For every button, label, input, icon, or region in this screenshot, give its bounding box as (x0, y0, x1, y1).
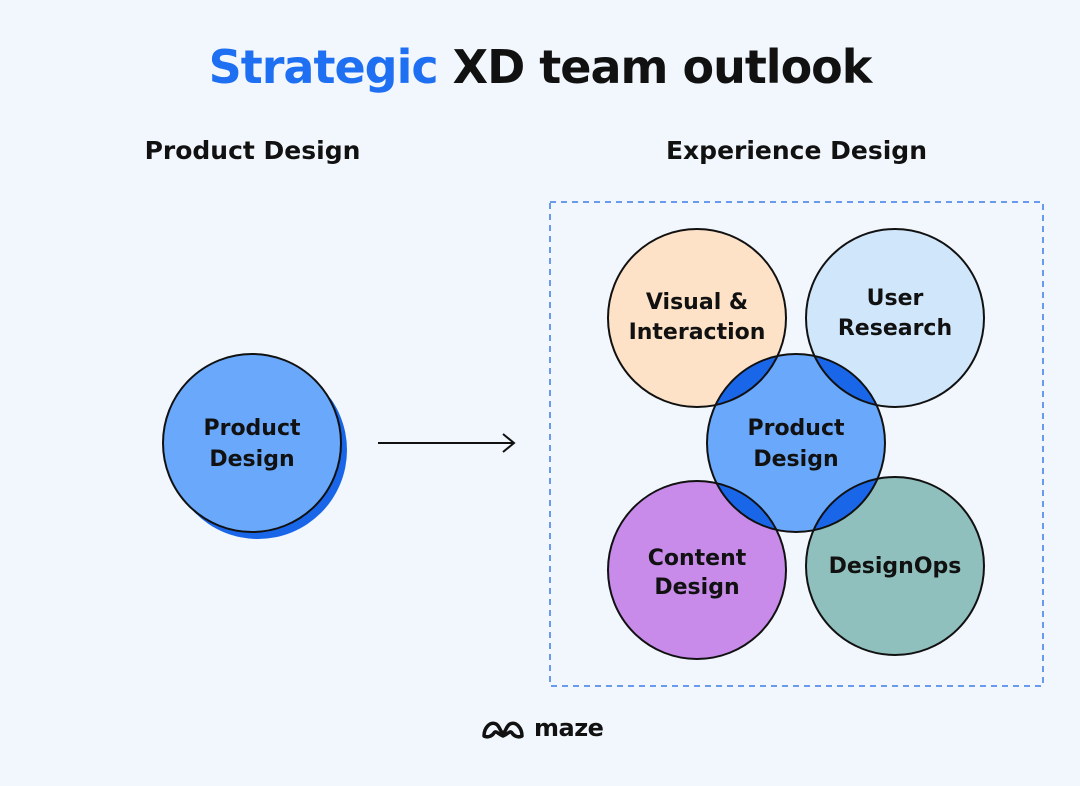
research-label-line1: User (867, 286, 924, 311)
experience-design-container (549, 201, 1044, 687)
page-title: Strategic XD team outlook (0, 40, 1080, 94)
center-label-line1: Product (747, 416, 845, 441)
center-product-design-circle (707, 354, 885, 532)
title-rest: XD team outlook (437, 40, 873, 94)
title-accent: Strategic (208, 40, 439, 94)
maze-logo: maze (480, 708, 610, 748)
left-circle-label-line2: Design (209, 447, 294, 472)
visual-label-line1: Visual & (646, 290, 748, 315)
content-design-circle (608, 481, 786, 659)
designops-label: DesignOps (829, 554, 962, 579)
content-label-line2: Design (654, 575, 739, 600)
circle-outlines (607, 228, 985, 660)
left-product-design-circle (162, 353, 342, 533)
content-label-line1: Content (648, 546, 747, 571)
arrow-icon (378, 433, 516, 453)
research-label-line2: Research (838, 316, 952, 341)
designops-circle (806, 477, 984, 655)
left-section-heading: Product Design (144, 136, 361, 165)
right-section-heading: Experience Design (665, 136, 928, 165)
maze-logo-icon (482, 721, 524, 739)
visual-label-line2: Interaction (629, 320, 766, 345)
left-circle-label-line1: Product (203, 416, 301, 441)
visual-interaction-circle (608, 229, 786, 407)
user-research-circle (806, 229, 984, 407)
maze-logo-text: maze (534, 714, 604, 742)
center-label-line2: Design (753, 447, 838, 472)
